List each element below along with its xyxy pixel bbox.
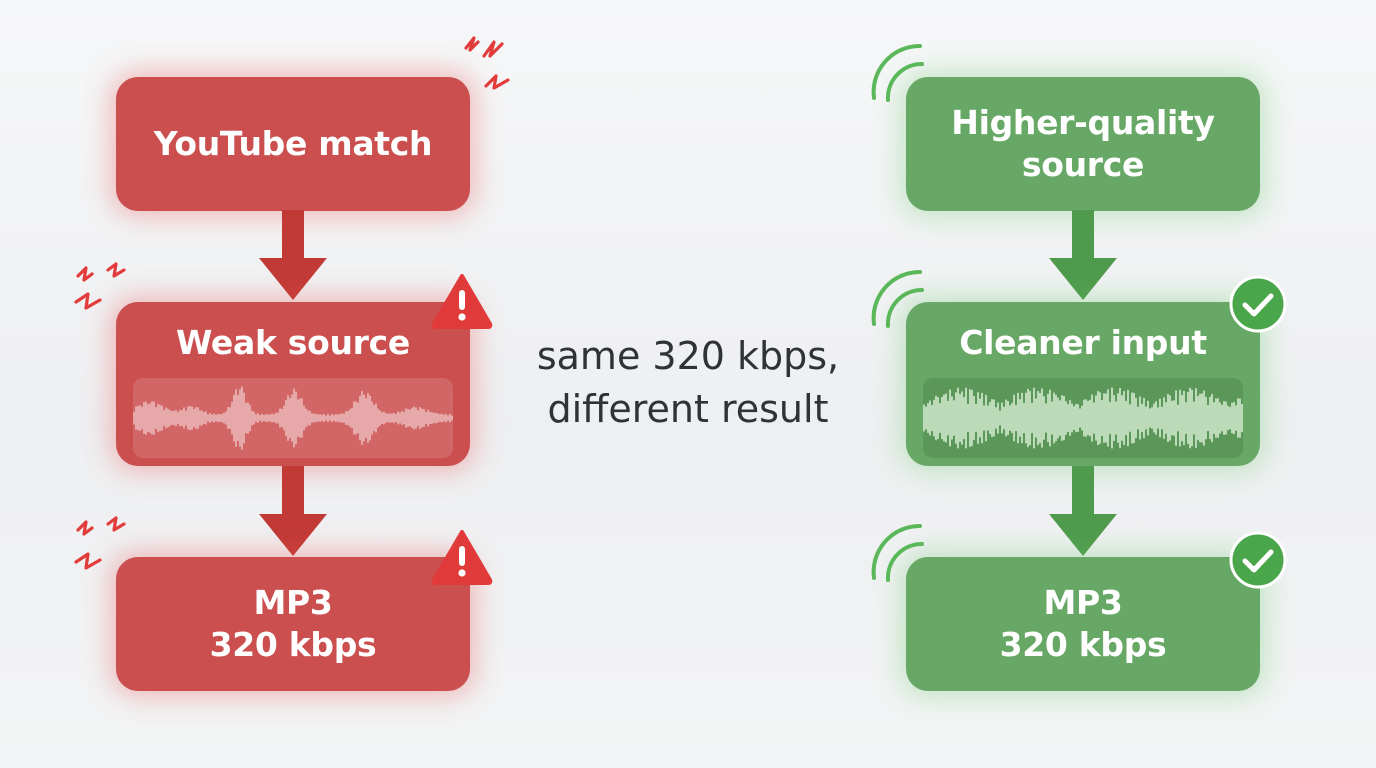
- check-circle-icon: [1229, 531, 1287, 589]
- left-mp3-bitrate: 320 kbps: [209, 625, 377, 664]
- caption-line-1: same 320 kbps,: [536, 334, 840, 378]
- signal-arc-icon: [871, 269, 924, 328]
- lightning-zigzag-icon: [464, 36, 510, 90]
- right-mp3-box: MP3 320 kbps: [906, 557, 1260, 691]
- left-mp3-format: MP3: [253, 582, 333, 622]
- arrow-down-right-1: [1049, 210, 1117, 300]
- source-label: source: [1021, 145, 1145, 184]
- check-circle-icon: [1229, 275, 1287, 333]
- middle-caption: same 320 kbps, different result: [500, 330, 876, 436]
- cleaner-input-box: Cleaner input: [906, 302, 1260, 466]
- left-mp3-box: MP3 320 kbps: [116, 557, 470, 691]
- lightning-zigzag-icon: [74, 262, 126, 310]
- weak-waveform: [133, 386, 453, 450]
- weak-source-label: Weak source: [175, 323, 411, 362]
- clean-waveform-panel: [923, 378, 1243, 459]
- caption-line-2: different result: [547, 387, 829, 432]
- clean-waveform: [923, 387, 1243, 449]
- right-mp3-format: MP3: [1043, 582, 1123, 622]
- signal-arc-icon: [871, 523, 924, 582]
- right-mp3-bitrate: 320 kbps: [999, 625, 1167, 664]
- arrow-down-left-1: [259, 210, 327, 300]
- weak-waveform-panel: [133, 378, 453, 459]
- arrow-down-left-2: [259, 466, 327, 556]
- warning-triangle-icon: [431, 530, 493, 585]
- lightning-zigzag-icon: [74, 516, 126, 570]
- youtube-match-box: YouTube match: [116, 77, 470, 211]
- warning-triangle-icon: [431, 274, 493, 329]
- weak-source-box: Weak source: [116, 302, 470, 466]
- cleaner-input-label: Cleaner input: [959, 323, 1207, 362]
- arrow-down-right-2: [1049, 466, 1117, 556]
- higher-quality-label: Higher-quality: [951, 102, 1215, 142]
- youtube-match-label: YouTube match: [153, 123, 433, 163]
- higher-quality-source-box: Higher-quality source: [906, 77, 1260, 211]
- signal-arc-icon: [871, 43, 924, 102]
